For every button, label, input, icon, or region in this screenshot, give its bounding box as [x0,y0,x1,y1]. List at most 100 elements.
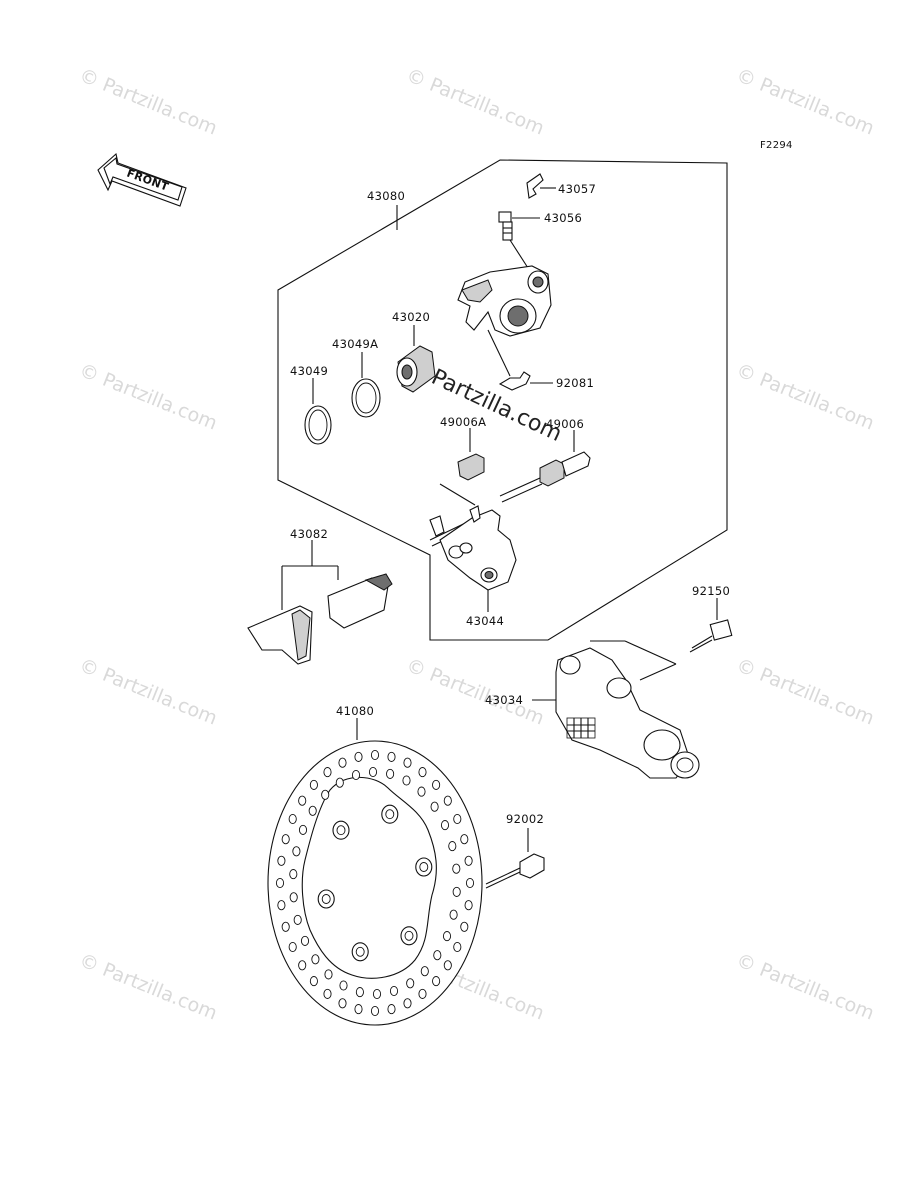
disc-vent-hole [338,757,347,768]
disc-vent-hole [464,855,473,866]
watermark: © Partzilla.com [733,64,877,139]
watermark: © Partzilla.com [76,949,220,1024]
watermark: © Partzilla.com [403,654,547,729]
label-43057: 43057 [558,182,596,196]
disc-vent-hole [433,950,442,961]
label-92081: 92081 [556,376,594,390]
disc-mounting-hole-bore [385,809,395,820]
disc-vent-hole [464,900,473,911]
disc-vent-hole [354,751,363,762]
disc-vent-hole [324,969,333,980]
label-43082: 43082 [290,527,328,541]
figure-code: F2294 [760,140,793,151]
piston-seal [304,378,332,445]
disc-vent-hole [460,834,469,845]
caliper-holder [429,477,543,612]
disc-vent-hole [402,775,411,786]
brake-disc [267,740,483,1026]
disc-vent-hole [275,877,285,889]
label-43020: 43020 [392,310,430,324]
disc-vent-hole [442,931,452,942]
disc-vent-hole [323,988,332,999]
disc-vent-hole [288,941,297,953]
disc-bolt [485,828,545,889]
disc-vent-hole [448,841,457,852]
watermark: © Partzilla.com [403,64,547,139]
disc-vent-hole [368,766,378,778]
disc-vent-hole [430,801,439,812]
disc-vent-hole [417,786,426,797]
center-watermark: Partzilla.com [427,365,565,447]
disc-vent-hole [288,813,297,825]
watermark: © Partzilla.com [76,654,220,729]
disc-vent-hole [420,966,429,977]
boot-a [457,428,485,481]
disc-vent-hole [335,777,344,788]
disc-vent-hole [372,988,382,1000]
label-92002: 92002 [506,812,544,826]
disc-vent-hole [298,960,307,971]
disc-vent-hole [443,960,452,971]
watermark: © Partzilla.com [733,359,877,434]
disc-vent-hole [432,976,441,987]
caliper-bracket [532,640,700,779]
disc-vent-hole [298,824,308,835]
disc-vent-hole [403,757,412,768]
disc-vent-hole [387,1004,396,1015]
disc-vent-hole [370,749,380,761]
disc-vent-hole [355,987,364,998]
disc-vent-hole [460,921,469,932]
pad-spring [487,329,553,391]
disc-vent-hole [339,980,348,991]
disc-vent-hole [277,900,286,911]
label-43034: 43034 [485,693,523,707]
disc-vent-hole [453,941,462,953]
disc-vent-hole [406,978,415,989]
pin-clip [526,173,556,199]
disc-vent-hole [309,976,318,987]
disc-mounting-hole-bore [419,862,429,872]
disc-vent-hole [418,767,427,778]
disc-mounting-hole-bore [336,825,346,836]
label-43044: 43044 [466,614,504,628]
label-43049: 43049 [290,364,328,378]
caliper-piston [396,325,436,393]
disc-vent-hole [453,813,462,825]
label-43049a: 43049A [332,337,378,351]
caliper-assy-outline [277,159,728,641]
disc-mounting-hole-bore [355,946,365,957]
disc-vent-hole [300,935,310,946]
label-43080: 43080 [367,189,405,203]
disc-vent-hole [308,805,317,816]
disc-vent-hole [351,769,361,781]
disc-vent-hole [403,998,412,1009]
disc-vent-hole [289,892,298,903]
disc-vent-hole [323,767,332,778]
disc-vent-hole [289,869,298,880]
dust-seal [351,352,381,418]
disc-vent-hole [440,820,450,831]
label-49006: 49006 [546,417,584,431]
boot [539,430,591,487]
disc-vent-hole [465,877,475,889]
brake-pad-set [247,540,393,665]
disc-vent-hole [443,795,452,806]
disc-vent-hole [298,795,307,806]
disc-vent-hole [418,988,427,999]
bracket-bolt [689,598,733,653]
disc-vent-hole [432,779,441,790]
disc-mounting-hole-bore [321,894,331,904]
disc-vent-hole [281,921,290,932]
disc-vent-hole [311,954,320,965]
disc-vent-hole [277,855,286,866]
watermark: © Partzilla.com [733,654,877,729]
disc-vent-hole [293,914,302,925]
disc-mounting-hole-bore [404,930,414,941]
disc-vent-hole [281,834,290,845]
disc-vent-hole [292,846,301,857]
label-49006a: 49006A [440,415,486,429]
disc-holes [275,749,475,1017]
disc-vent-hole [338,998,347,1009]
